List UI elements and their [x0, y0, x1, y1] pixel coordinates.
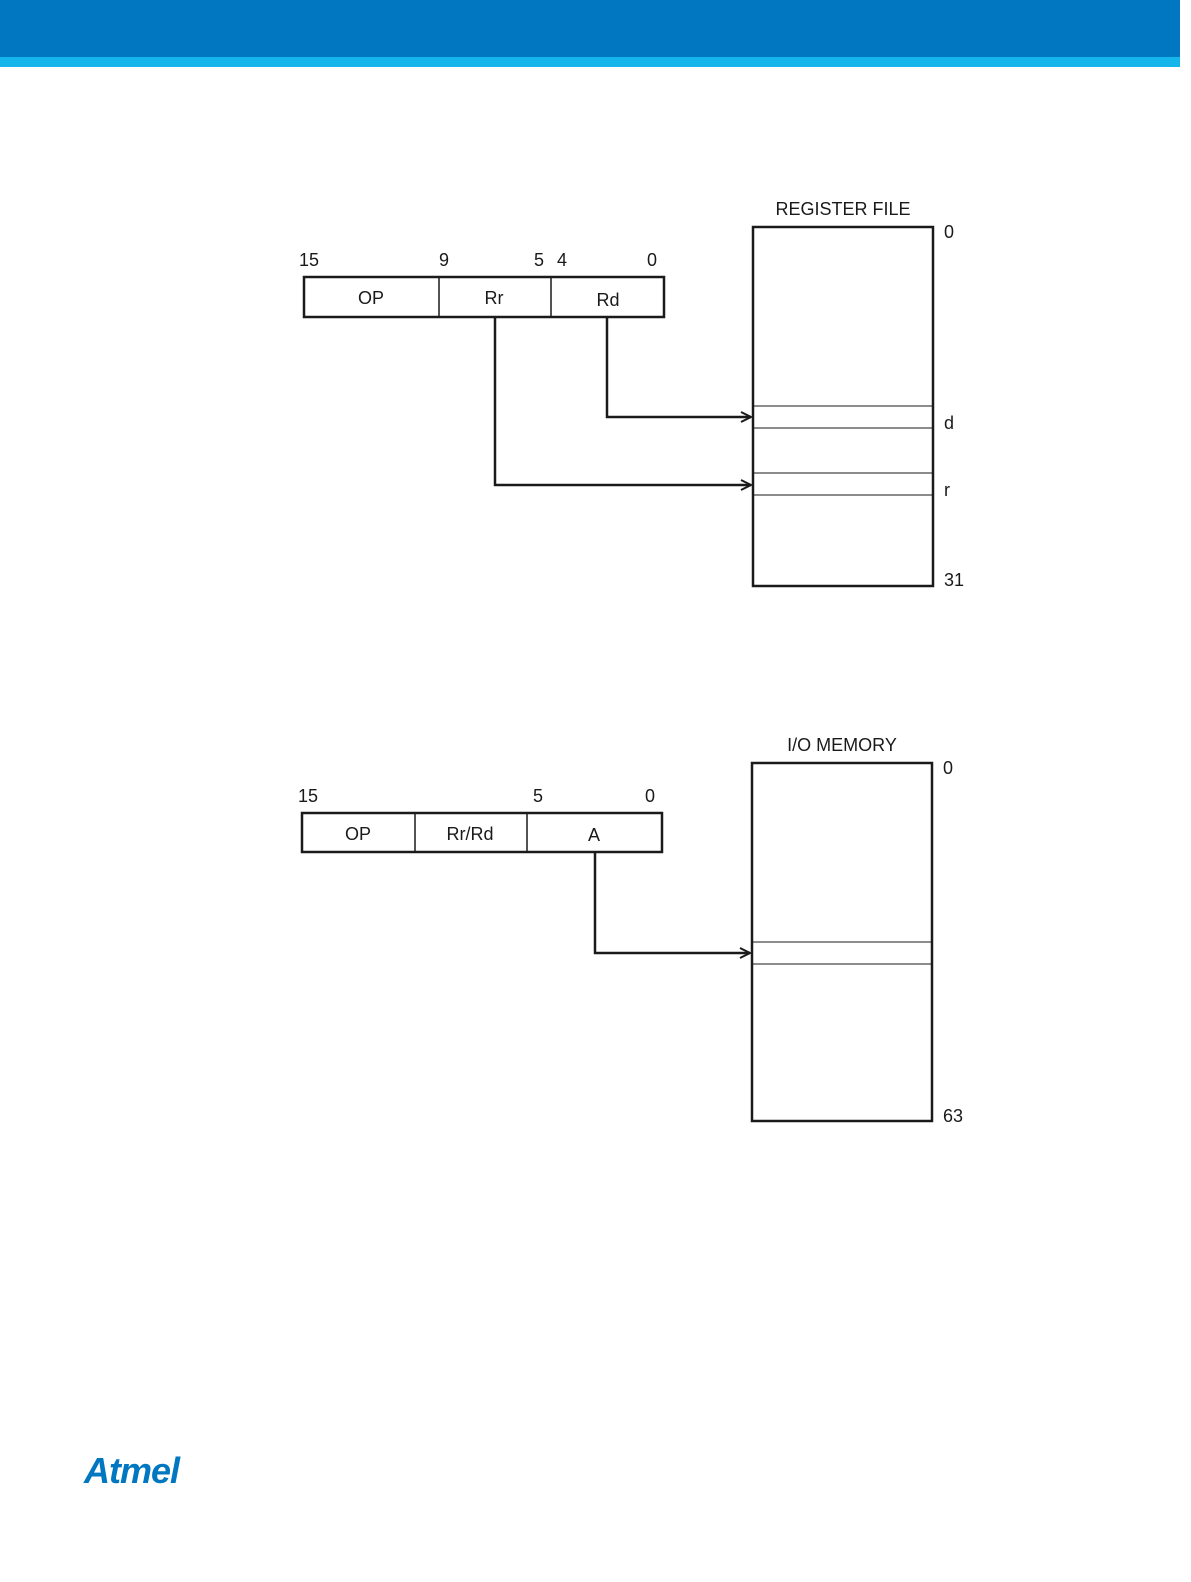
field-a: A [588, 825, 600, 845]
bit-label-0: 0 [645, 786, 655, 806]
io-memory [752, 763, 932, 1121]
bit-label-4: 4 [557, 250, 567, 270]
instruction-word: OP Rr Rd [304, 277, 664, 317]
io-memory-title: I/O MEMORY [787, 735, 897, 755]
arrow-rd-to-d [607, 317, 751, 417]
register-label-d: d [944, 413, 954, 433]
register-file-diagram: 15 9 5 4 0 OP Rr Rd REGISTER FILE 0 d r … [299, 199, 964, 590]
field-op: OP [345, 824, 371, 844]
bit-label-0: 0 [647, 250, 657, 270]
memory-index-top: 0 [943, 758, 953, 778]
field-rr-rd: Rr/Rd [446, 824, 493, 844]
register-file [753, 227, 933, 586]
field-op: OP [358, 288, 384, 308]
register-index-top: 0 [944, 222, 954, 242]
register-file-title: REGISTER FILE [775, 199, 910, 219]
bit-label-5: 5 [534, 250, 544, 270]
bit-label-15: 15 [299, 250, 319, 270]
atmel-logo: Atmel [84, 1450, 179, 1492]
instruction-word: OP Rr/Rd A [302, 813, 662, 852]
bit-label-5: 5 [533, 786, 543, 806]
field-rd: Rd [596, 290, 619, 310]
arrow-rr-to-r [495, 317, 751, 485]
field-rr: Rr [485, 288, 504, 308]
bit-label-9: 9 [439, 250, 449, 270]
bit-label-15: 15 [298, 786, 318, 806]
io-memory-diagram: 15 5 0 OP Rr/Rd A I/O MEMORY 0 63 [298, 735, 963, 1126]
register-index-bottom: 31 [944, 570, 964, 590]
register-label-r: r [944, 480, 950, 500]
memory-index-bottom: 63 [943, 1106, 963, 1126]
arrow-a-to-memory [595, 852, 750, 953]
